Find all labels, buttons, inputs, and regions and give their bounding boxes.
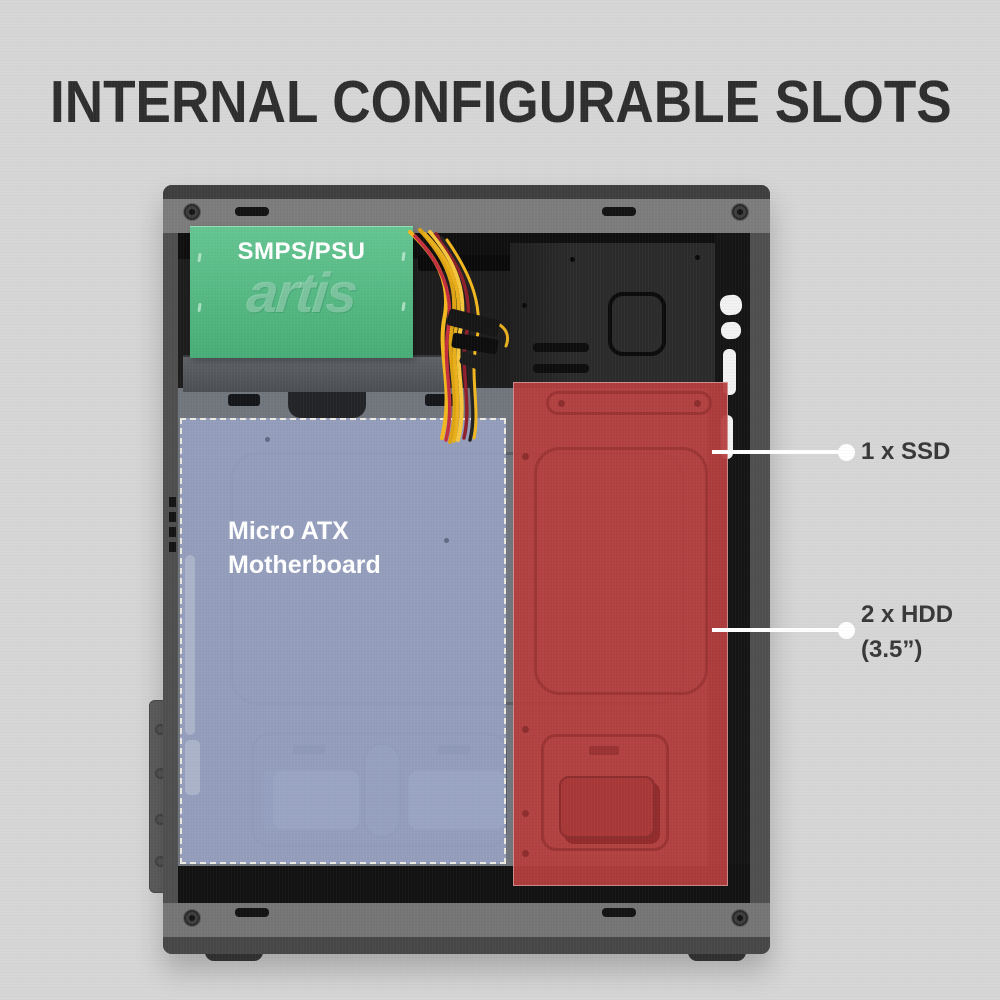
rear-screw-hole — [522, 303, 527, 308]
callout-label-ssd: 1 x SSD — [861, 438, 951, 465]
vent-slot-top-left — [235, 207, 269, 216]
callout-dot-hdd — [838, 622, 855, 639]
psu-label: SMPS/PSU — [237, 238, 366, 265]
drive-bay-highlight — [513, 382, 728, 886]
rear-panel — [510, 243, 715, 395]
hdd-bottom-cutout-panel — [541, 734, 669, 851]
rear-vent-slot — [533, 364, 589, 373]
standoff-dot — [444, 538, 449, 543]
bracket-rivet — [155, 856, 166, 867]
cable-connectors — [446, 308, 500, 374]
rear-screw-hole — [695, 255, 700, 260]
cage-screw-dot — [694, 400, 701, 407]
tray-cable-notch — [288, 388, 366, 418]
tray-highlight-strip — [185, 555, 195, 735]
callout-label-hdd-line1: 2 x HDD — [861, 601, 954, 628]
vent-slot-top-right — [602, 207, 636, 216]
standoff-mark — [589, 746, 619, 755]
hdd-cage-emboss — [534, 447, 708, 695]
callout-line-ssd — [712, 450, 846, 454]
motherboard-label-line2: Motherboard — [228, 551, 381, 579]
tray-highlight-strip — [185, 740, 200, 795]
standoff-dot — [265, 437, 270, 442]
screw-top-left — [184, 204, 200, 220]
rear-vent-slot — [533, 343, 589, 352]
pc-case-diagram: Micro ATX Motherboard SMPS/PSU artis — [163, 185, 770, 954]
vent-slot-bottom-left — [235, 908, 269, 917]
cable-strand — [428, 230, 465, 442]
cable-strand — [496, 322, 510, 348]
cable-strand — [423, 232, 461, 443]
bracket-rivet — [155, 768, 166, 779]
case-top-lip — [163, 185, 770, 201]
hdd-cage-top-capsule — [546, 391, 712, 415]
callout-label-hdd-line2: (3.5”) — [861, 636, 923, 663]
screw-bottom-right — [732, 910, 748, 926]
molex-connector — [446, 308, 500, 337]
motherboard-label-line1: Micro ATX — [228, 517, 349, 545]
bracket-rivet — [155, 814, 166, 825]
cage-screw-dot — [558, 400, 565, 407]
callout-dot-ssd — [838, 444, 855, 461]
cage-screw-dot — [522, 810, 529, 817]
callout-line-hdd — [712, 628, 846, 632]
left-wall-vent — [169, 512, 176, 522]
cage-screw-dot — [522, 453, 529, 460]
cable-strand — [413, 234, 452, 442]
psu-cables-illustration — [408, 228, 510, 444]
cage-screw-dot — [522, 850, 529, 857]
psu-brand-logo: artis — [244, 261, 360, 324]
left-wall-vent — [169, 527, 176, 537]
psu-highlight: SMPS/PSU artis — [190, 226, 413, 358]
motherboard-highlight: Micro ATX Motherboard — [180, 418, 506, 864]
bracket-rivet — [155, 724, 166, 735]
vent-slot-bottom-right — [602, 908, 636, 917]
left-wall-vent — [169, 497, 176, 507]
cage-screw-dot — [522, 726, 529, 733]
screw-top-right — [732, 204, 748, 220]
page-title: INTERNAL CONFIGURABLE SLOTS — [50, 69, 952, 135]
case-bottom-lip — [163, 937, 770, 954]
hdd-bottom-cutout — [559, 776, 655, 838]
rear-screw-hole — [570, 257, 575, 262]
motherboard-label: Micro ATX Motherboard — [228, 514, 381, 582]
molex-connector — [451, 332, 499, 355]
tray-mount-slot — [228, 394, 260, 406]
left-wall-vent — [169, 542, 176, 552]
cable-strand — [408, 230, 449, 440]
rear-fan-cutout — [608, 292, 666, 356]
screw-bottom-left — [184, 910, 200, 926]
sata-connector — [459, 351, 495, 374]
